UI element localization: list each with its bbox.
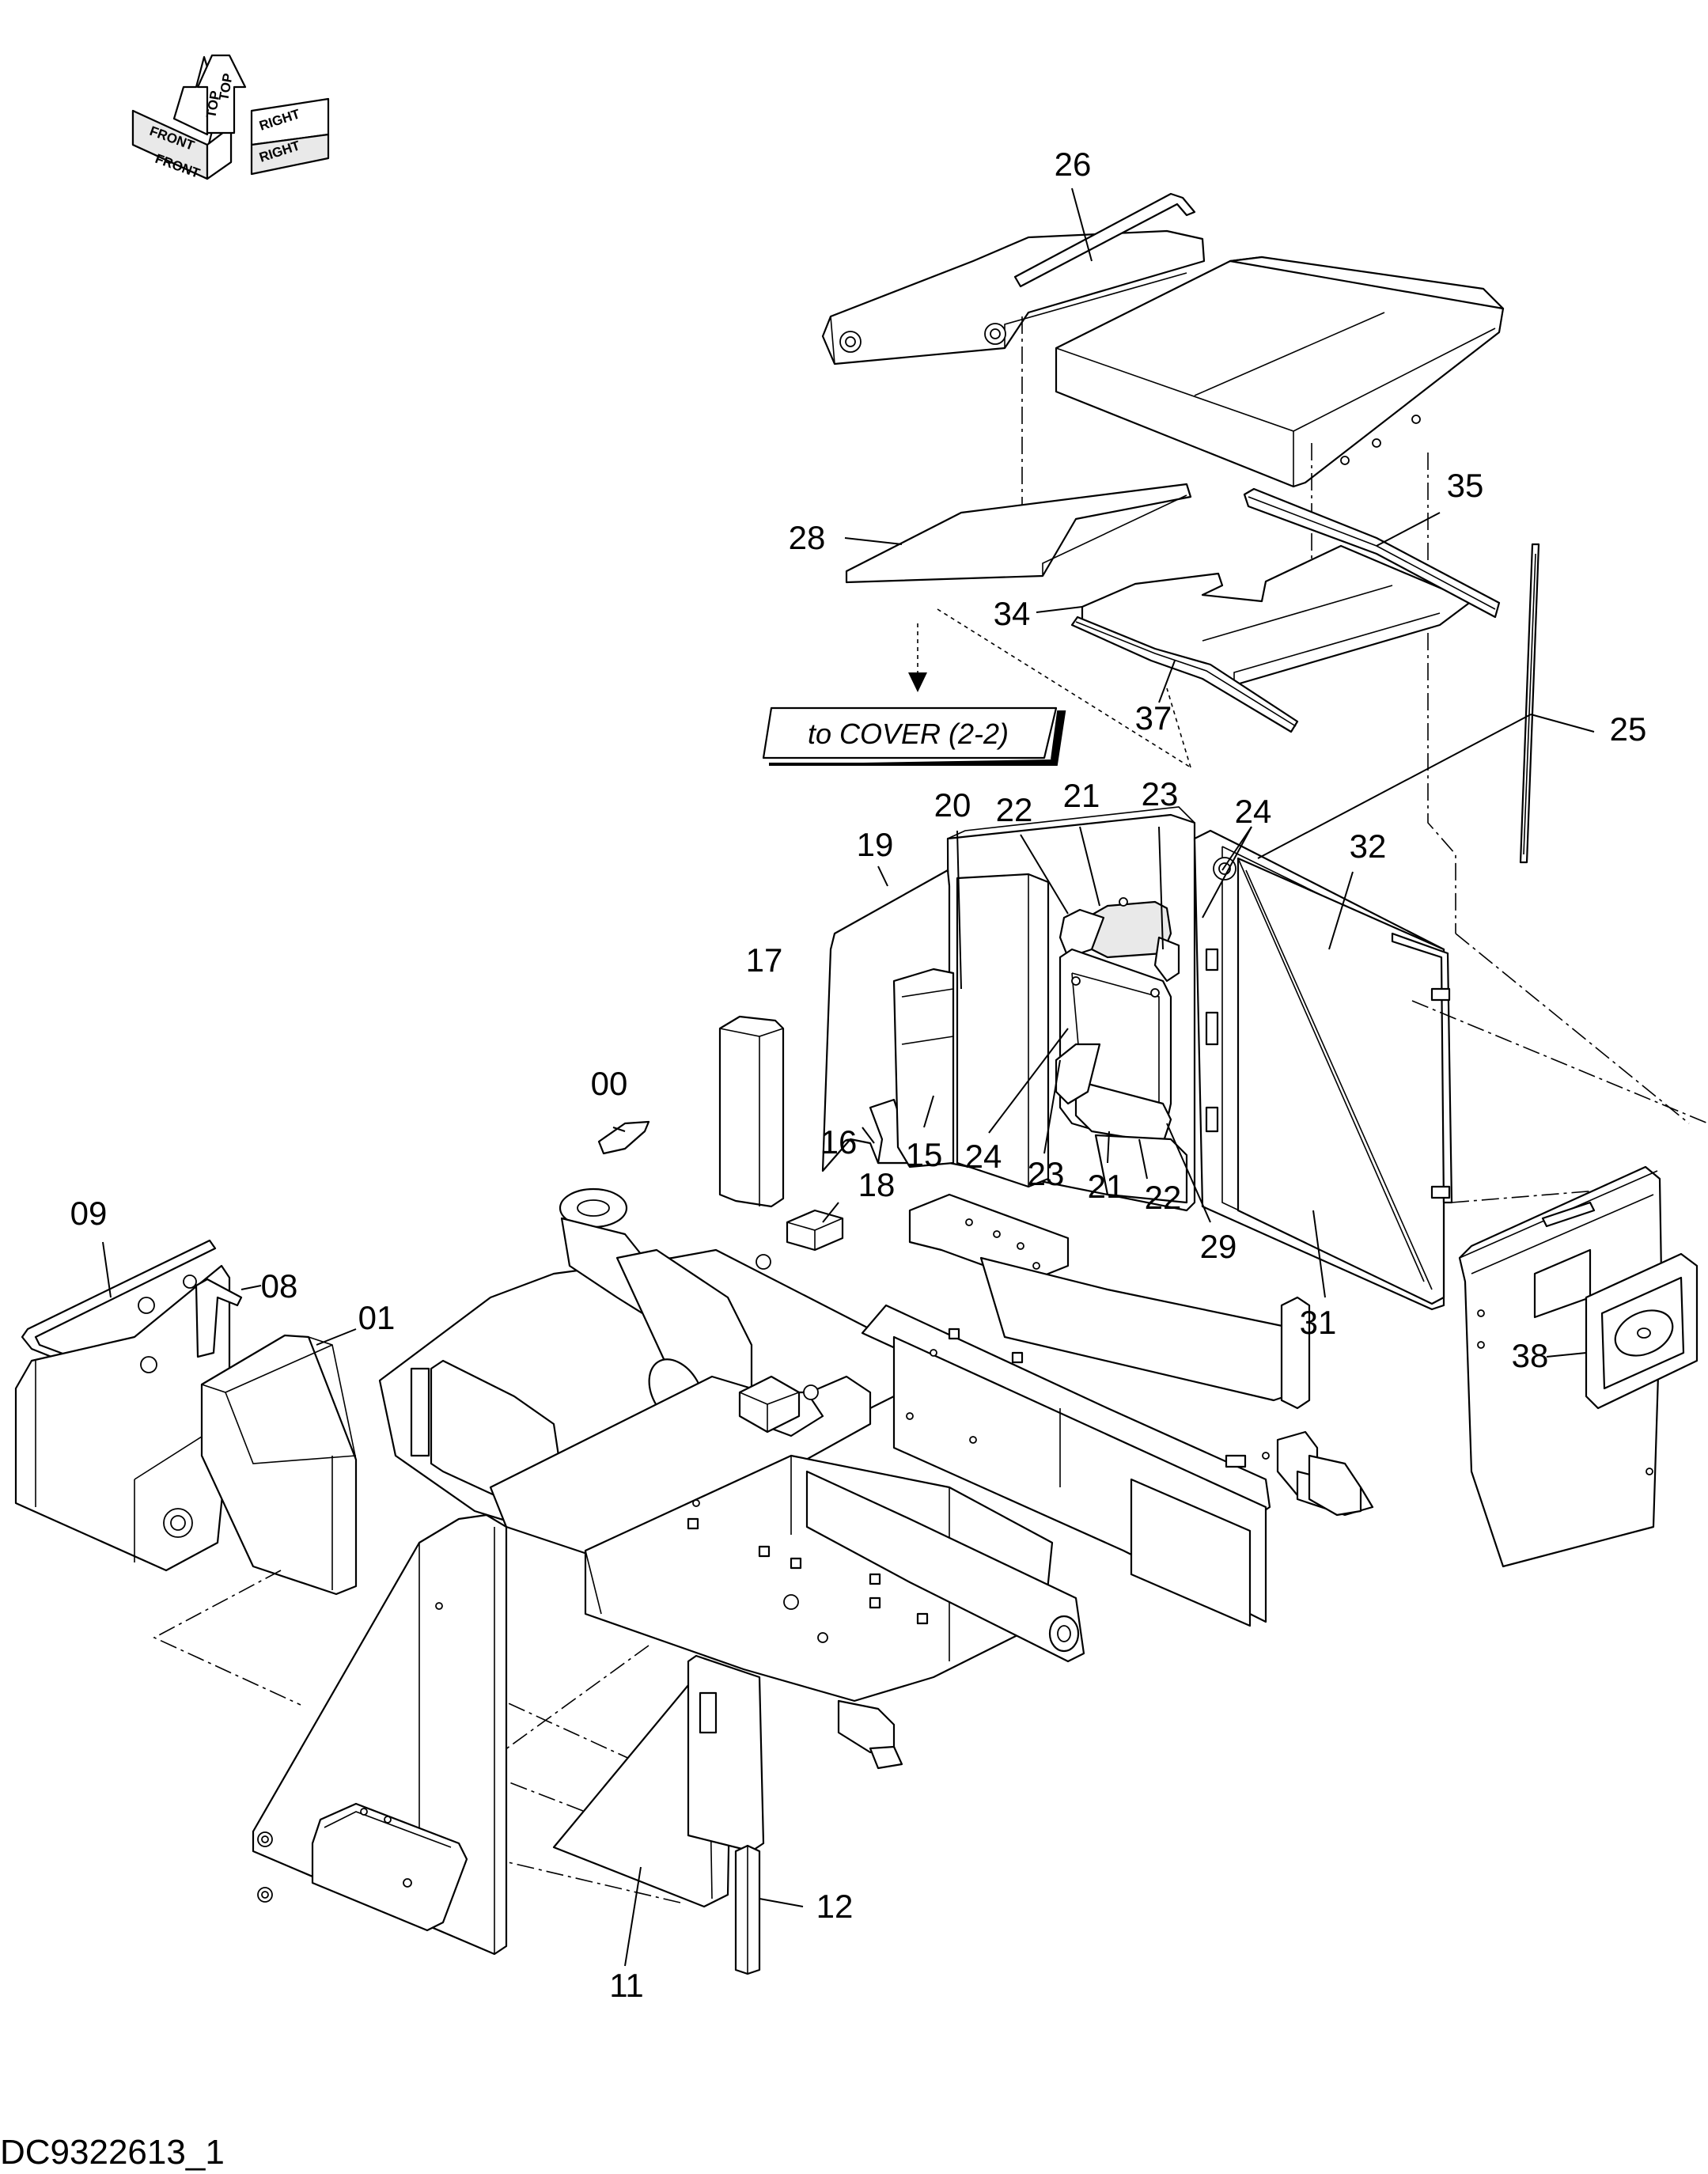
mount-bracket-right xyxy=(1308,1454,1362,1517)
callout-25: 22 xyxy=(1145,1179,1182,1216)
rubber-seal-35 xyxy=(1243,487,1501,619)
insulation-pad-29 xyxy=(845,483,1192,584)
panel-15 xyxy=(892,968,955,1168)
callout-09: 09 xyxy=(70,1195,108,1232)
callout-16: 16 xyxy=(820,1123,858,1161)
callout-28: 26 xyxy=(1055,146,1092,183)
callout-22-top: 22 xyxy=(996,791,1033,828)
rubber-seal-28 xyxy=(1013,192,1196,288)
rubber-seal-37 xyxy=(1070,615,1299,733)
callout-08: 08 xyxy=(261,1267,298,1305)
callout-20: 20 xyxy=(934,786,971,824)
panel-25 xyxy=(1094,1134,1188,1204)
left-front-cover-group xyxy=(14,1239,358,1596)
callout-31: 31 xyxy=(1300,1304,1337,1341)
callout-17: 17 xyxy=(746,941,783,979)
roof-cover-assembly: to COVER (2-2) xyxy=(762,192,1540,934)
engine-mount-plate xyxy=(908,1193,1070,1283)
duct-21-lower xyxy=(1074,1082,1172,1145)
callout-24-bottom: 24 xyxy=(965,1138,1002,1175)
callout-26: 25 xyxy=(1610,710,1647,748)
callout-19: 19 xyxy=(857,826,894,863)
callout-23-top: 23 xyxy=(1142,775,1179,812)
reference-arrow xyxy=(908,672,927,692)
callout-15: 15 xyxy=(906,1136,943,1173)
callout-00: 00 xyxy=(591,1065,628,1102)
right-side-panel-assembly xyxy=(1411,933,1708,1568)
callout-37: 37 xyxy=(1135,699,1172,737)
cab-wall-assembly xyxy=(597,806,1453,1311)
reference-box-cover-2-2[interactable]: to COVER (2-2) xyxy=(762,706,1066,766)
leader-lines xyxy=(102,187,1595,1967)
insulation-pad-11-base xyxy=(687,1654,765,1853)
front-lower-beam xyxy=(805,1470,1085,1663)
main-frame-chassis xyxy=(378,1187,1374,1770)
front-side-cover xyxy=(14,1264,231,1572)
callout-22-bottom: 29 xyxy=(1200,1228,1237,1265)
callout-38: 38 xyxy=(1512,1337,1549,1374)
reference-label: to COVER (2-2) xyxy=(808,718,1009,750)
callout-21-bottom: 21 xyxy=(1088,1168,1125,1205)
insulation-pad-01 xyxy=(200,1334,358,1596)
lower-left-cover-group xyxy=(153,1513,765,1975)
lower-main-frame xyxy=(584,1454,1054,1702)
callout-32: 32 xyxy=(1350,828,1387,865)
callout-21-top: 21 xyxy=(1063,777,1100,814)
callout-29: 28 xyxy=(789,519,826,556)
callout-34: 34 xyxy=(994,595,1031,632)
callout-labels: 26 28 34 35 37 25 19 20 22 21 23 24 32 1… xyxy=(70,146,1647,2004)
front-cover-panel xyxy=(821,229,1206,365)
drawing-id: DC9322613_1 xyxy=(0,2133,225,2172)
small-part-00 xyxy=(597,1120,650,1155)
callout-18: 18 xyxy=(858,1166,896,1203)
callout-35: 35 xyxy=(1447,467,1484,504)
callout-24-top: 24 xyxy=(1235,793,1272,830)
callout-12: 12 xyxy=(816,1888,854,1925)
mount-bracket-left xyxy=(837,1699,896,1754)
callout-23-bottom: 23 xyxy=(1028,1155,1065,1192)
sound-pad-17 xyxy=(718,1015,785,1208)
orientation-indicator: FRONT FRONT TOP TOP RIGHT RIGHT xyxy=(131,54,330,181)
callout-01: 01 xyxy=(358,1299,396,1336)
callout-11: 11 xyxy=(609,1967,644,2004)
bracket-08 xyxy=(195,1278,243,1358)
